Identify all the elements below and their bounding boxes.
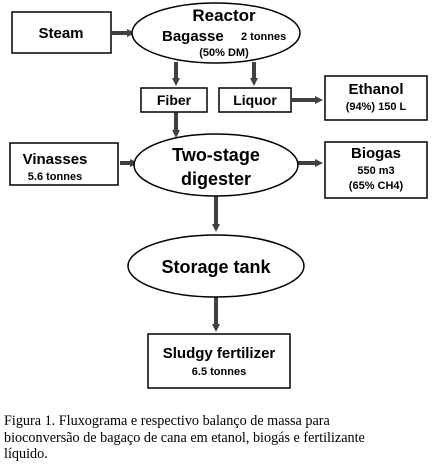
vinasses-title: Vinasses — [23, 151, 88, 168]
storage-tank-node: Storage tank — [127, 234, 305, 298]
digester-line2: digester — [181, 169, 251, 189]
digester-line1: Two-stage — [172, 145, 260, 165]
ethanol-title: Ethanol — [349, 81, 404, 98]
fiber-node: Fiber — [140, 87, 208, 113]
biogas-node: Biogas 550 m3 (65% CH4) — [324, 141, 428, 199]
connectors — [112, 29, 323, 332]
steam-label: Steam — [38, 25, 83, 42]
digester-node: Two-stage digester — [133, 133, 299, 197]
caption-line-1: Figura 1. Fluxograma e respectivo balanç… — [4, 413, 330, 429]
biogas-methane: (65% CH4) — [349, 180, 404, 192]
steam-node: Steam — [11, 11, 112, 54]
reactor-title: Reactor — [192, 6, 256, 25]
reactor-feed-amount: 2 tonnes — [241, 31, 286, 43]
ethanol-amount: (94%) 150 L — [346, 101, 407, 113]
fiber-label: Fiber — [157, 92, 192, 108]
figure-caption: Figura 1. Fluxograma e respectivo balanç… — [4, 413, 432, 463]
reactor-feed-label: Bagasse — [162, 28, 224, 45]
biogas-volume: 550 m3 — [357, 165, 394, 177]
biogas-title: Biogas — [351, 145, 401, 162]
caption-line-3: líquido. — [4, 446, 48, 462]
reactor-node: Reactor Bagasse 2 tonnes (50% DM) — [131, 2, 301, 64]
vinasses-amount: 5.6 tonnes — [28, 171, 82, 183]
sludgy-fertilizer-node: Sludgy fertilizer 6.5 tonnes — [147, 333, 291, 389]
reactor-dry-matter: (50% DM) — [199, 47, 249, 59]
liquor-label: Liquor — [233, 92, 277, 108]
process-flow-diagram: Steam Reactor Bagasse 2 tonnes (50% DM) … — [9, 2, 428, 389]
storage-tank-label: Storage tank — [161, 257, 271, 277]
sludgy-fertilizer-title: Sludgy fertilizer — [163, 345, 276, 362]
vinasses-node: Vinasses 5.6 tonnes — [9, 142, 119, 186]
liquor-node: Liquor — [218, 87, 292, 113]
ethanol-node: Ethanol (94%) 150 L — [324, 75, 428, 121]
sludgy-fertilizer-amount: 6.5 tonnes — [192, 366, 246, 378]
caption-line-2: bioconversão de bagaço de cana em etanol… — [4, 429, 365, 446]
